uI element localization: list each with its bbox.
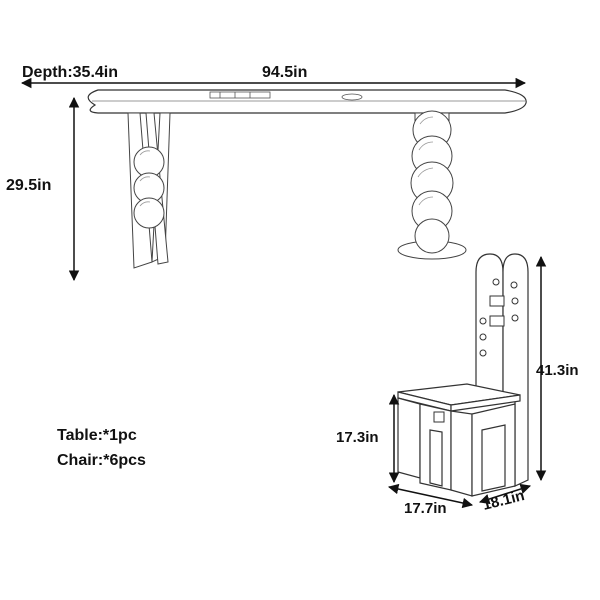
chair-quantity-note: Chair:*6pcs — [57, 452, 146, 469]
seat-depth-arrow — [478, 483, 532, 505]
table-height-label: 29.5in — [6, 177, 51, 194]
table-length-label: 94.5in — [262, 64, 307, 81]
table-quantity-note: Table:*1pc — [57, 427, 137, 444]
depth-label: Depth:35.4in — [22, 64, 118, 81]
seat-height-label: 17.3in — [336, 429, 379, 446]
seat-width-label: 17.7in — [404, 500, 447, 517]
chair-height-label: 41.3in — [536, 362, 579, 379]
table-drawing — [87, 89, 527, 269]
seat-width-arrow — [387, 483, 474, 509]
chair-drawing — [397, 253, 529, 497]
